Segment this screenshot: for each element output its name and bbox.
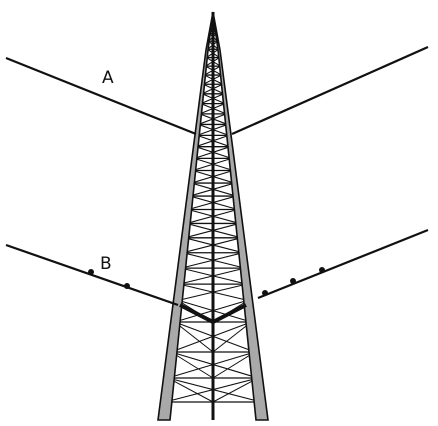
wire-b-right-bird-1	[262, 290, 268, 296]
lattice-diagonal	[171, 351, 259, 379]
wire-b-right	[257, 228, 429, 300]
wire-b-right-bird-2	[290, 278, 296, 284]
lattice-diagonal	[170, 351, 214, 379]
lattice-diagonal	[212, 321, 252, 353]
lattice-diagonal	[174, 321, 214, 353]
lower-crossarm	[179, 303, 247, 325]
tower-right-leg	[212, 11, 269, 421]
lattice-diagonal	[167, 377, 214, 403]
tower-left-leg	[157, 11, 214, 421]
lattice-diagonal	[212, 377, 259, 403]
wire-b-left	[5, 243, 179, 307]
wire-b-right-bird-3	[319, 267, 325, 273]
wire-b-label: B	[100, 254, 112, 274]
wire-b-left-bird-1	[88, 269, 94, 275]
wire-b-left-bird-2	[124, 283, 130, 289]
lattice-diagonal	[170, 321, 252, 353]
wire-a-right	[231, 45, 429, 136]
lattice-diagonal	[212, 351, 256, 379]
wire-a-left	[5, 56, 197, 136]
wire-a-label: A	[102, 68, 114, 88]
lattice-diagonal	[174, 321, 256, 353]
lattice-diagonal	[167, 351, 255, 379]
